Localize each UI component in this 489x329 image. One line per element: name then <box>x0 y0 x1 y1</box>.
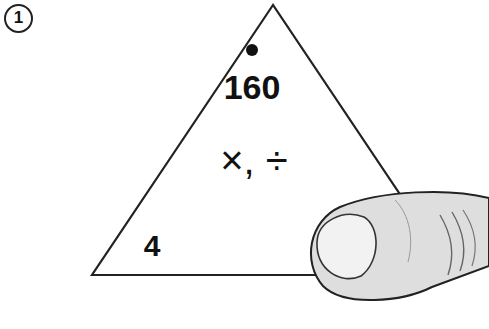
thumb-nail <box>317 215 376 279</box>
text-holder: 4 <box>144 229 161 262</box>
thumb-crease <box>463 210 475 266</box>
callout-number: 1 <box>4 4 33 33</box>
top-dot <box>246 44 258 56</box>
thumb-body <box>311 192 489 300</box>
fact-number: 160 <box>224 69 281 106</box>
thumb-crease <box>440 215 452 275</box>
text-holder: 160 <box>224 69 281 106</box>
fact-number: 4 <box>144 229 161 262</box>
fact-number: ×, ÷ <box>220 138 288 182</box>
callout-number: 1 <box>14 9 23 28</box>
text-holder: ×, ÷ <box>220 138 288 182</box>
thumb-shade <box>395 200 411 262</box>
thumb-crease <box>452 212 464 271</box>
text-holder: 1 <box>14 9 23 28</box>
